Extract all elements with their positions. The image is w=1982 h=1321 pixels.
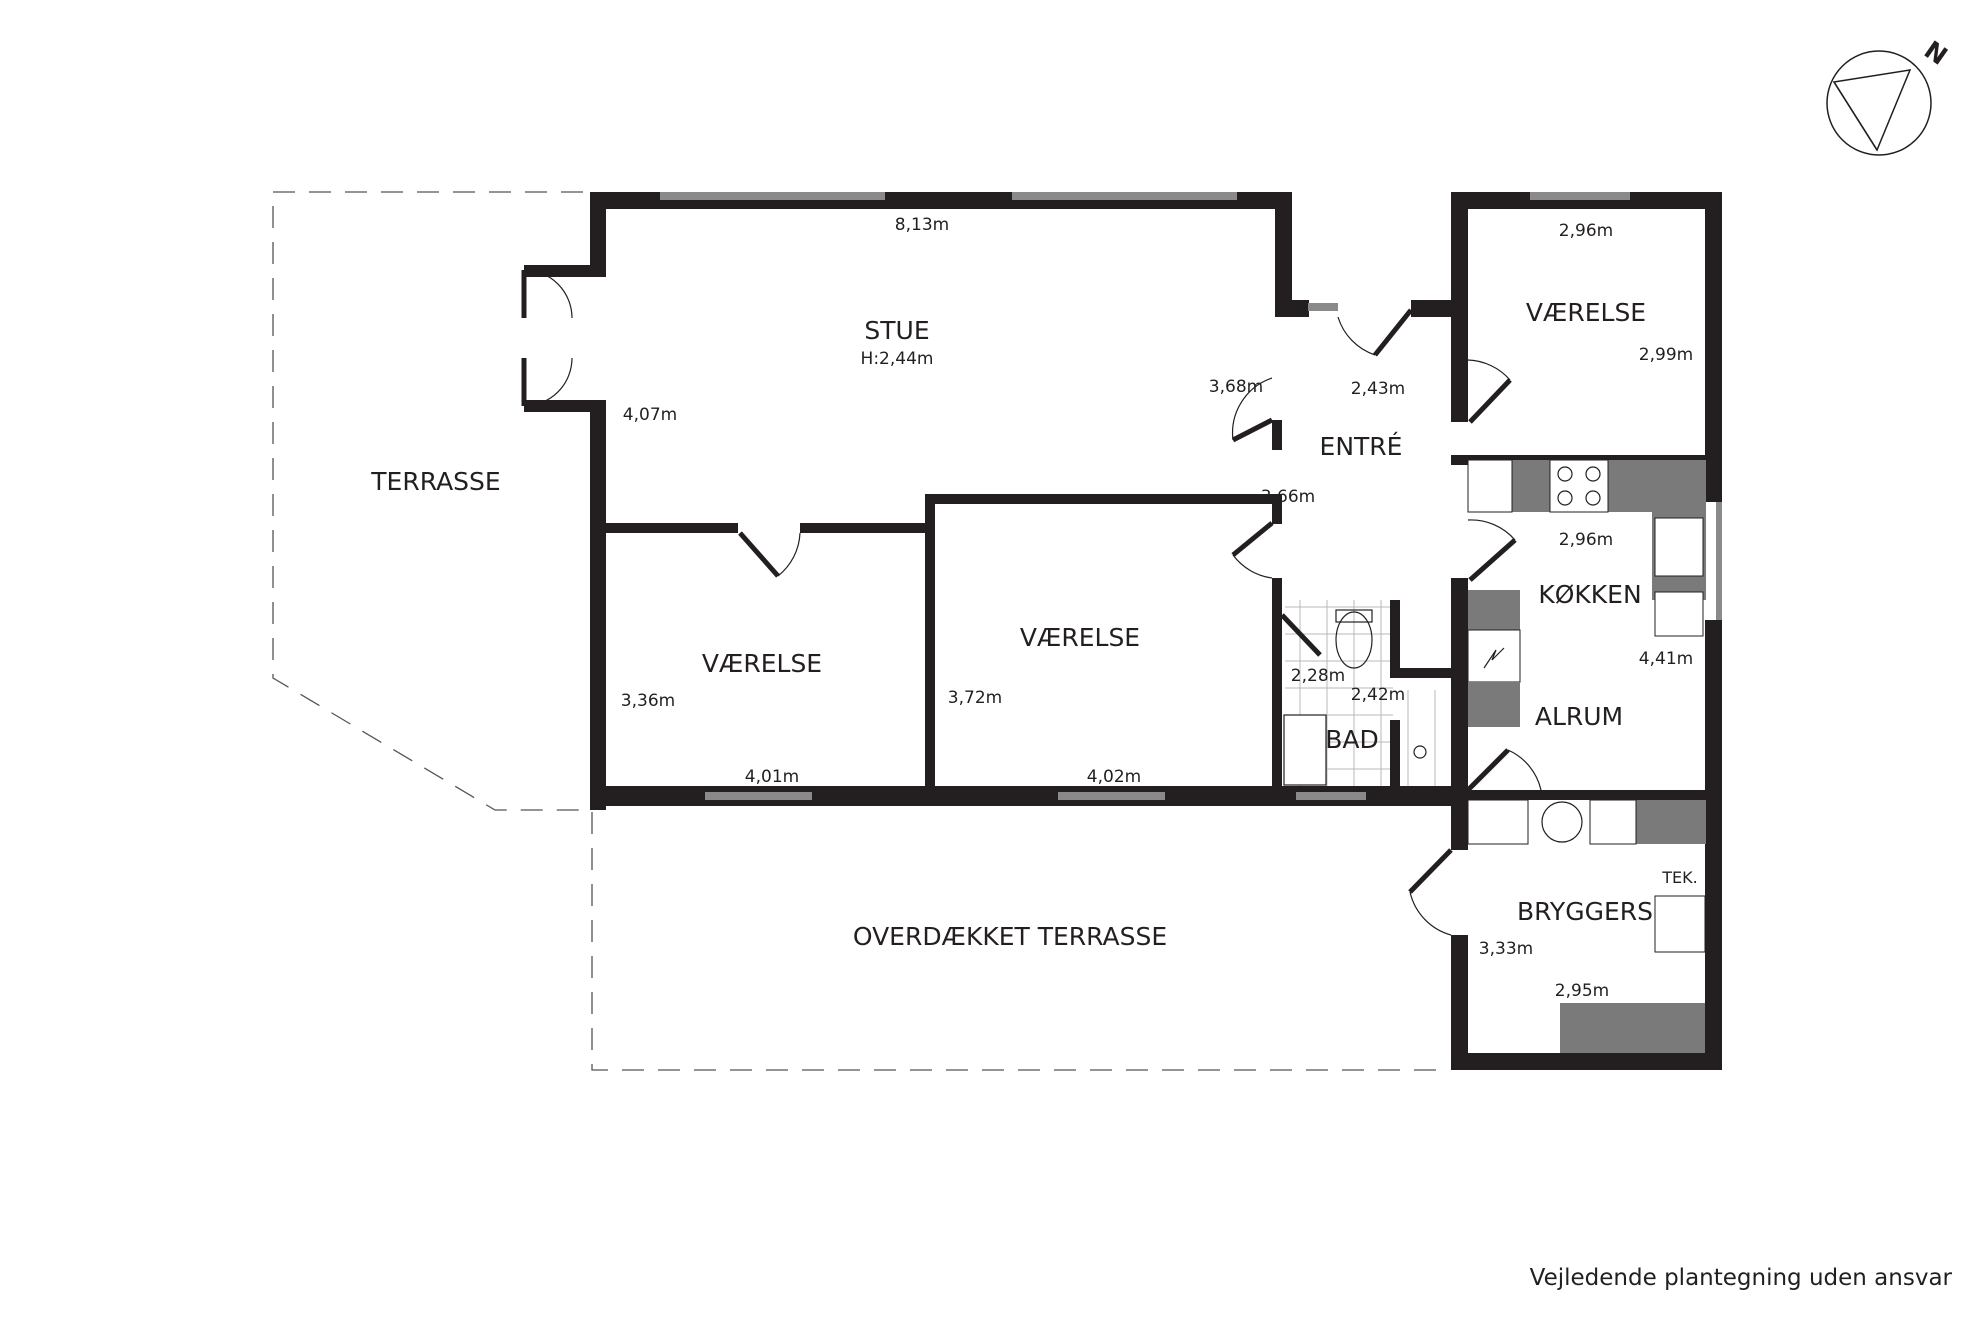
- dim-bryggers-width: 2,95m: [1555, 981, 1609, 1001]
- room-vaerelse-left: VÆRELSE: [702, 649, 822, 678]
- dim-bad-width: 2,28m: [1291, 666, 1345, 686]
- dim-vaerelse-top-width: 2,96m: [1559, 221, 1613, 241]
- room-alrum: ALRUM: [1535, 702, 1623, 731]
- room-terrasse: TERRASSE: [370, 467, 500, 496]
- compass-icon: [1826, 50, 1932, 156]
- room-vaerelse-mid: VÆRELSE: [1020, 623, 1140, 652]
- compass-label: N: [1919, 35, 1953, 71]
- dim-vaerelse-left-depth: 3,36m: [621, 691, 675, 711]
- dim-vaerelse-top-depth: 2,99m: [1639, 345, 1693, 365]
- room-stue: STUE: [864, 316, 929, 345]
- bad-tiles: [1285, 600, 1463, 797]
- walls: [524, 192, 1722, 1070]
- room-koekken: KØKKEN: [1538, 580, 1641, 609]
- dim-koekken-depth: 4,41m: [1639, 649, 1693, 669]
- bad-fixtures: [1283, 609, 1427, 786]
- terrasse-outline: [272, 191, 1448, 1071]
- room-labels: STUE H:2,44m TERRASSE OVERDÆKKET TERRASS…: [370, 298, 1697, 951]
- dim-bryggers-depth: 3,33m: [1479, 939, 1533, 959]
- disclaimer-text: Vejledende plantegning uden ansvar: [1529, 1265, 1952, 1291]
- dim-koekken-width: 2,96m: [1559, 530, 1613, 550]
- dim-vaerelse-mid-depth: 3,72m: [948, 688, 1002, 708]
- windows: [660, 192, 1722, 800]
- dim-vaerelse-left-width: 4,01m: [745, 767, 799, 787]
- dim-stue-width: 8,13m: [895, 215, 949, 235]
- dim-stue-depth: 4,07m: [623, 405, 677, 425]
- dim-stue-right: 3,68m: [1209, 377, 1263, 397]
- dim-bad-depth: 2,42m: [1351, 685, 1405, 705]
- dim-entre-depth: 3,66m: [1261, 487, 1315, 507]
- room-bryggers: BRYGGERS: [1517, 897, 1653, 926]
- dimension-labels: 8,13m 4,07m 3,68m 2,43m 3,66m 2,96m 2,99…: [621, 215, 1693, 1001]
- room-entre: ENTRÉ: [1320, 432, 1403, 461]
- room-vaerelse-right: VÆRELSE: [1526, 298, 1646, 327]
- dim-vaerelse-mid-width: 4,02m: [1087, 767, 1141, 787]
- room-bad: BAD: [1325, 725, 1379, 754]
- room-overdaekket-terrasse: OVERDÆKKET TERRASSE: [853, 922, 1167, 951]
- kitchen-fixtures: [1467, 459, 1706, 1053]
- doors: [521, 269, 1542, 936]
- label-tek: TEK.: [1661, 868, 1697, 887]
- dim-entre-width: 2,43m: [1351, 379, 1405, 399]
- stue-height: H:2,44m: [861, 349, 934, 369]
